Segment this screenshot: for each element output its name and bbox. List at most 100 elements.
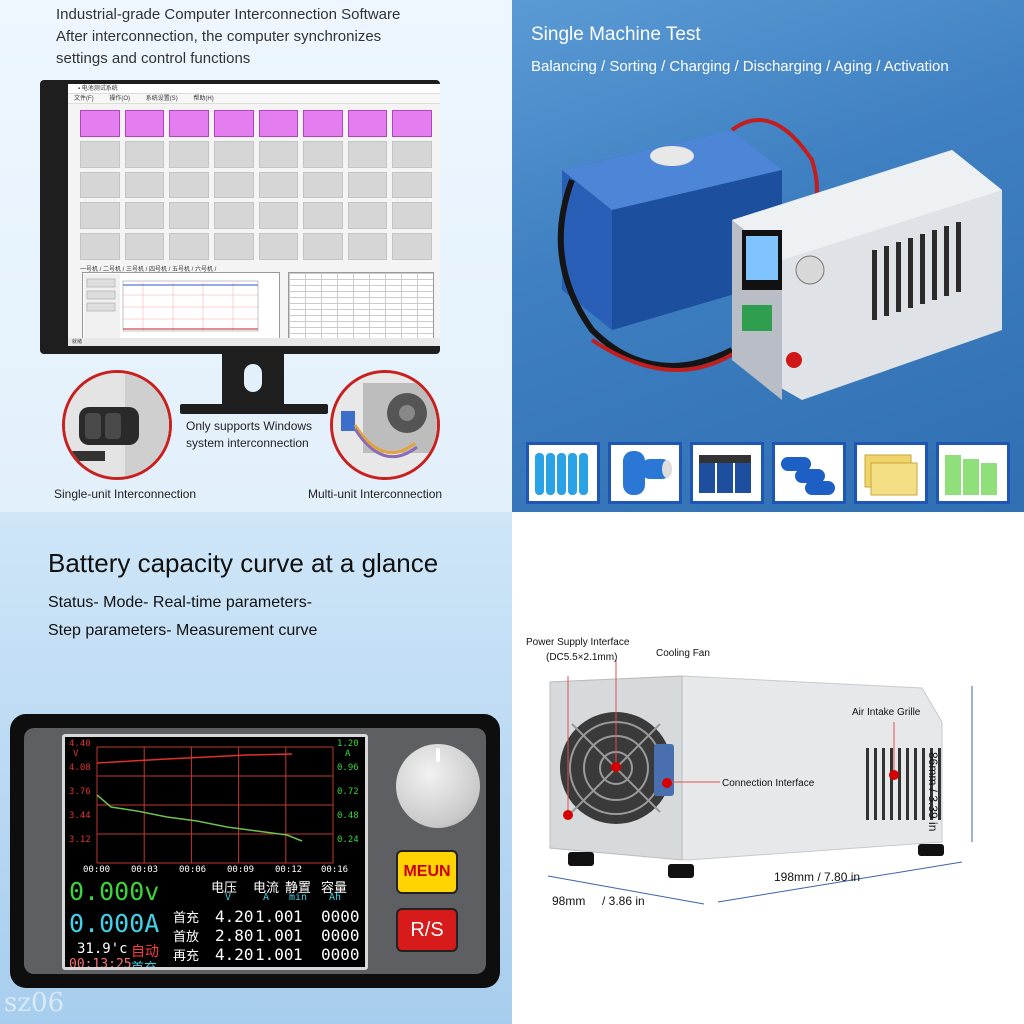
channel-cell[interactable] <box>258 171 299 199</box>
step-value: 4.20 <box>215 907 254 926</box>
channel-cell[interactable] <box>169 110 209 137</box>
panel-subtitle-1: Status- Mode- Real-time parameters- <box>48 594 313 611</box>
caption-line-3: settings and control functions <box>56 50 251 67</box>
software-curve-chart <box>82 272 280 340</box>
tester-with-battery-photo <box>557 118 1002 400</box>
lcd-x-tick: 00:06 <box>179 865 207 875</box>
menu-file[interactable]: 文件(F) <box>74 96 94 102</box>
multi-unit-label: Multi-unit Interconnection <box>308 487 443 501</box>
panel-subtitle-2: Step parameters- Measurement curve <box>48 622 318 639</box>
watermark-text: sz06 <box>4 988 65 1018</box>
group-tabs[interactable]: 一号机 / 二号机 / 三号机 / 四号机 / 五号机 / 六号机 / <box>80 267 217 273</box>
param-header-rest: 静置 <box>285 881 312 896</box>
menu-button[interactable]: MEUN <box>396 850 458 894</box>
channel-cell[interactable] <box>258 110 299 137</box>
lcd-y-right-tick: 0.96 <box>337 763 359 773</box>
power-interface-label: Power Supply Interface <box>526 637 630 648</box>
channel-cell[interactable] <box>303 140 343 168</box>
channel-cell[interactable] <box>124 202 165 230</box>
panel-title: Battery capacity curve at a glance <box>48 548 439 578</box>
capacity-curve-panel: Battery capacity curve at a glance Statu… <box>0 512 512 1024</box>
window-menu-bar: 文件(F) 操作(O) 系统设置(S) 帮助(H) <box>68 94 440 104</box>
channel-cell[interactable] <box>392 202 432 230</box>
lcd-display: 4.40 V 4.08 3.76 3.44 3.12 1.20 A 0.96 0… <box>62 734 368 970</box>
channel-cell[interactable] <box>258 140 299 168</box>
channel-cell[interactable] <box>80 140 120 168</box>
single-machine-test-panel: Single Machine Test Balancing / Sorting … <box>512 0 1024 512</box>
step-value: 4.20 <box>215 945 254 964</box>
channel-cell[interactable] <box>80 110 120 137</box>
channel-cell[interactable] <box>213 233 254 260</box>
channel-cell[interactable] <box>303 110 343 137</box>
lfp-cells-thumbnail <box>936 442 1010 504</box>
channel-cell[interactable] <box>169 140 209 168</box>
grille-marker <box>889 770 899 780</box>
lcd-x-tick: 00:16 <box>321 865 349 875</box>
menu-operate[interactable]: 操作(O) <box>109 96 131 102</box>
lcd-y-left-tick: 4.08 <box>69 763 91 773</box>
width-dimension-mm: 98mm <box>552 894 586 908</box>
channel-cell[interactable] <box>80 202 120 230</box>
lcd-y-left-tick: 4.40 <box>69 739 91 749</box>
channel-cell[interactable] <box>392 233 432 260</box>
rear-dimensions-panel: Power Supply Interface (DC5.5×2.1mm) Coo… <box>512 512 1024 1024</box>
adjust-knob[interactable] <box>396 744 480 828</box>
channel-cell[interactable] <box>392 171 432 199</box>
panel-title: Single Machine Test <box>531 24 701 45</box>
channel-cell[interactable] <box>347 171 388 199</box>
caption-line-2: After interconnection, the computer sync… <box>56 28 382 45</box>
channel-cell[interactable] <box>213 202 254 230</box>
single-unit-label: Single-unit Interconnection <box>54 487 197 501</box>
param-header-capacity: 容量 <box>321 881 348 896</box>
channel-cell[interactable] <box>213 171 254 199</box>
channel-cell[interactable] <box>213 140 254 168</box>
channel-cell[interactable] <box>392 110 432 137</box>
menu-settings[interactable]: 系统设置(S) <box>145 96 178 102</box>
channel-cell[interactable] <box>392 140 432 168</box>
channel-cell[interactable] <box>124 140 165 168</box>
channel-cell[interactable] <box>169 171 209 199</box>
fan-marker <box>611 762 621 772</box>
step-name: 首充 <box>173 911 200 926</box>
software-parameter-table <box>288 272 434 340</box>
channel-cell[interactable] <box>303 202 343 230</box>
channel-cell[interactable] <box>258 202 299 230</box>
connection-interface-label: Connection Interface <box>722 778 815 789</box>
lcd-y-right-tick: 1.20 <box>337 739 359 749</box>
channel-cell[interactable] <box>347 110 388 137</box>
capacitor-cells-thumbnail <box>772 442 846 504</box>
channel-cell[interactable] <box>80 171 120 199</box>
channel-grid <box>80 110 432 260</box>
channel-cell[interactable] <box>258 233 299 260</box>
channel-cell[interactable] <box>124 233 165 260</box>
cooling-fan-label: Cooling Fan <box>656 648 710 659</box>
voltage-readout: 0.000v <box>69 877 160 906</box>
current-readout: 0.000A <box>69 909 160 938</box>
param-unit-capacity: Ah <box>329 892 342 903</box>
step-value: 1.00 <box>255 907 294 926</box>
power-interface-marker <box>563 810 573 820</box>
step-name: 首放 <box>173 930 200 945</box>
tester-rear-photo <box>547 660 973 905</box>
channel-cell[interactable] <box>347 140 388 168</box>
channel-cell[interactable] <box>303 233 343 260</box>
param-unit-rest: min <box>289 892 308 903</box>
run-stop-button[interactable]: R/S <box>396 908 458 952</box>
param-header-voltage: 电压 <box>211 881 238 896</box>
channel-cell[interactable] <box>80 233 120 260</box>
menu-help[interactable]: 帮助(H) <box>193 96 214 102</box>
channel-cell[interactable] <box>347 202 388 230</box>
channel-cell[interactable] <box>213 110 254 137</box>
channel-cell[interactable] <box>169 202 209 230</box>
channel-cell[interactable] <box>124 110 165 137</box>
param-unit-voltage: V <box>225 892 232 903</box>
tester-front-panel: 4.40 V 4.08 3.76 3.44 3.12 1.20 A 0.96 0… <box>10 714 500 988</box>
width-dimension-in: / 3.86 in <box>602 894 645 908</box>
panel-subtitle: Balancing / Sorting / Charging / Dischar… <box>531 58 949 75</box>
channel-cell[interactable] <box>347 233 388 260</box>
channel-cell[interactable] <box>169 233 209 260</box>
lcd-y-left-tick: 3.44 <box>69 811 91 821</box>
channel-cell[interactable] <box>303 171 343 199</box>
step-name: 再充 <box>173 949 200 964</box>
channel-cell[interactable] <box>124 171 165 199</box>
